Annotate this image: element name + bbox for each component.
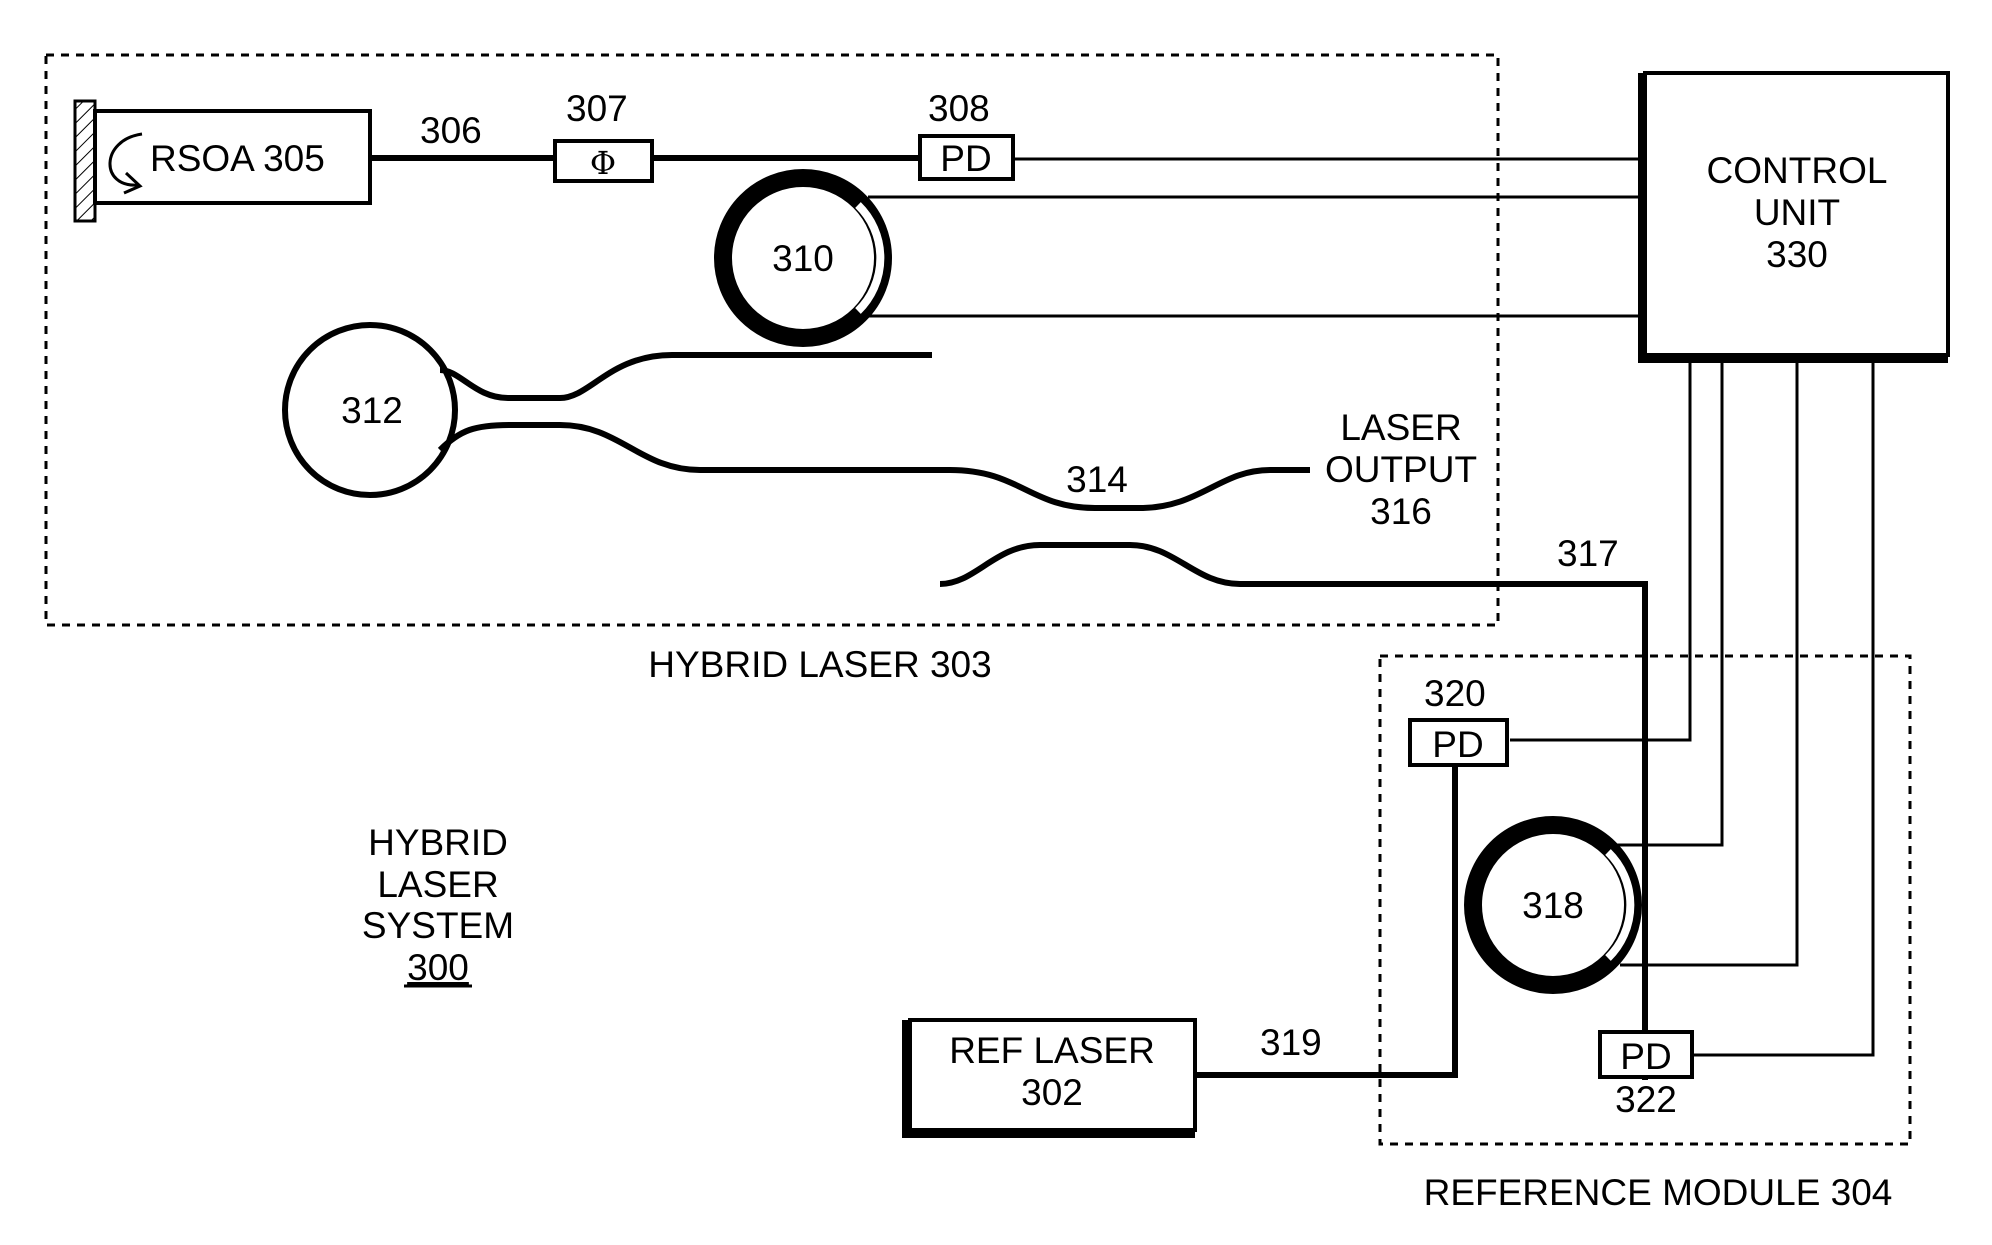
rsoa-label: RSOA 305: [150, 138, 325, 179]
pd-308-label: 308: [928, 88, 990, 129]
hybrid-laser-label: HYBRID LASER 303: [648, 644, 991, 685]
control-unit-330: CONTROL UNIT 330: [1638, 73, 1948, 363]
control-unit-line3: 330: [1766, 234, 1828, 275]
ref-laser-302: REF LASER 302: [902, 1020, 1195, 1138]
laser-output-line2: OUTPUT: [1325, 449, 1477, 490]
ring-resonator-310: 310: [723, 178, 888, 338]
pd-322-text: PD: [1620, 1036, 1671, 1077]
laser-output-line3: 316: [1370, 491, 1432, 532]
system-label-line4: 300: [407, 947, 469, 988]
waveguide-306-label: 306: [420, 110, 482, 151]
system-label-line3: SYSTEM: [362, 905, 514, 946]
control-line-pd-322: [1692, 363, 1873, 1055]
laser-output-line1: LASER: [1340, 407, 1461, 448]
waveguide-319: [1195, 765, 1455, 1075]
pd-320-label: 320: [1424, 673, 1486, 714]
pd-320-text: PD: [1432, 724, 1483, 765]
control-unit-line2: UNIT: [1754, 192, 1840, 233]
control-unit-line1: CONTROL: [1707, 150, 1888, 191]
ring-312-label: 312: [341, 390, 403, 431]
coupler-314-label: 314: [1066, 459, 1128, 500]
waveguide-to-output: [440, 425, 1310, 508]
phase-symbol: Φ: [590, 144, 616, 182]
ring-318-label: 318: [1522, 885, 1584, 926]
rsoa-component: RSOA 305: [75, 101, 370, 221]
system-label-line2: LASER: [377, 864, 498, 905]
ring-resonator-318: 318: [1473, 825, 1638, 985]
system-label-line1: HYBRID: [368, 822, 508, 863]
bus-waveguide-310-312: [440, 355, 932, 398]
ref-laser-line2: 302: [1021, 1072, 1083, 1113]
ref-laser-line1: REF LASER: [949, 1030, 1155, 1071]
control-line-heater-318-top: [1615, 363, 1722, 845]
pd-308-text: PD: [940, 138, 991, 179]
waveguide-319-label: 319: [1260, 1022, 1322, 1063]
pd-322-label: 322: [1615, 1079, 1677, 1120]
phase-shifter-label: 307: [566, 88, 628, 129]
waveguide-317-label: 317: [1557, 533, 1619, 574]
ring-310-label: 310: [772, 238, 834, 279]
rsoa-mirror: [75, 101, 95, 221]
reference-module-label: REFERENCE MODULE 304: [1424, 1172, 1893, 1213]
